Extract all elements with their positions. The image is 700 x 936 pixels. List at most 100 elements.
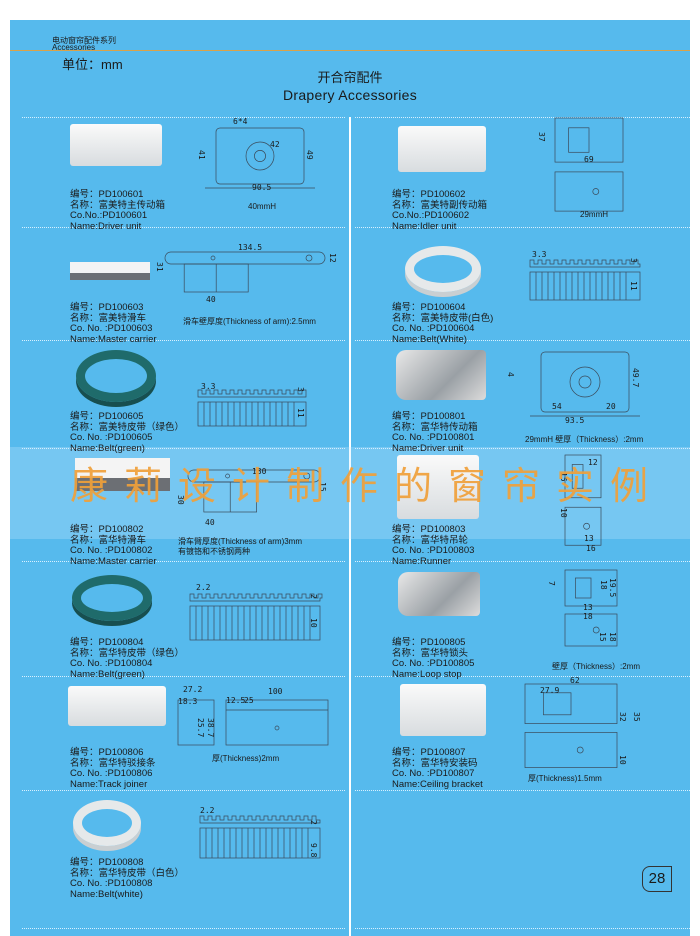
dimension-label: 40 bbox=[206, 295, 216, 304]
technical-drawing bbox=[529, 259, 641, 301]
product-co-no: Co. No. :PD100806 bbox=[70, 768, 153, 780]
product-photo bbox=[405, 246, 481, 292]
product-photo bbox=[68, 686, 166, 726]
dimension-label: 62 bbox=[570, 676, 580, 685]
technical-drawing bbox=[564, 454, 602, 546]
dimension-label: 11 bbox=[296, 408, 305, 418]
technical-drawing bbox=[197, 389, 307, 427]
series-title-cn: 电动窗帘配件系列 bbox=[52, 36, 116, 45]
dotted-separator bbox=[22, 928, 345, 929]
dimension-label: 42 bbox=[270, 140, 280, 149]
dimension-label: 130 bbox=[252, 467, 267, 476]
dimension-label: 3.3 bbox=[201, 382, 216, 391]
page-title-cn: 开合帘配件 bbox=[317, 70, 383, 85]
product-name-en: Name:Ceiling bracket bbox=[392, 778, 483, 790]
dimension-label: 31 bbox=[155, 262, 164, 272]
column-divider bbox=[349, 117, 351, 936]
dimension-label: 4 bbox=[506, 372, 515, 377]
dotted-separator bbox=[355, 227, 690, 228]
product-photo bbox=[70, 124, 162, 166]
dimension-label: 25.7 bbox=[196, 718, 205, 738]
dimension-label: 32 bbox=[618, 712, 627, 722]
technical-drawing bbox=[187, 469, 321, 513]
product-code: 编号：PD100805 bbox=[392, 637, 466, 648]
dimension-label: 10 bbox=[618, 755, 627, 765]
product-co-no: Co. No. :PD100803 bbox=[392, 545, 475, 557]
dotted-separator bbox=[355, 928, 690, 929]
dimension-label: 27.9 bbox=[540, 686, 560, 695]
technical-drawing bbox=[205, 127, 315, 189]
page-title-en: Drapery Accessories bbox=[282, 87, 418, 103]
product-name-cn: 名称：富美特副传动箱 bbox=[392, 199, 488, 211]
product-code: 编号：PD100808 bbox=[70, 857, 144, 868]
product-code: 编号：PD100605 bbox=[70, 411, 144, 422]
dimension-label: 12.5 bbox=[226, 696, 246, 705]
dimension-label: 6*4 bbox=[233, 117, 248, 126]
dimension-label: 11 bbox=[629, 281, 638, 291]
product-name-en: Name:Track joiner bbox=[70, 778, 148, 790]
dimension-label: 15 bbox=[598, 632, 607, 642]
watermark: 康莉设计制作的窗帘实例 bbox=[70, 464, 665, 508]
product-code: 编号：PD100604 bbox=[392, 302, 466, 313]
product-name-en: Name:Idler unit bbox=[392, 220, 457, 232]
dimension-label: 3.3 bbox=[532, 250, 547, 259]
dimension-label: 90.5 bbox=[252, 183, 272, 192]
product-code: 编号：PD100602 bbox=[392, 189, 466, 200]
product-photo bbox=[396, 350, 486, 400]
dimension-label: 54 bbox=[552, 402, 562, 411]
dimension-label: 9.8 bbox=[309, 843, 318, 858]
dimension-label: 41 bbox=[197, 150, 206, 160]
product-co-no: Co. No. :PD100603 bbox=[70, 323, 153, 335]
dimension-label: 3 bbox=[296, 387, 305, 392]
spec-note: 滑车臂厚度(Thickness of arm)3mm bbox=[178, 537, 303, 546]
product-photo bbox=[73, 800, 141, 846]
product-name-en: Name:Master carrier bbox=[70, 333, 157, 345]
product-name-cn: 名称：富华特安装码 bbox=[392, 757, 478, 769]
product-code: 编号：PD100601 bbox=[70, 189, 144, 200]
dotted-separator bbox=[355, 117, 690, 118]
dimension-label: 7 bbox=[547, 581, 556, 586]
product-co-no: Co. No. :PD100802 bbox=[70, 545, 153, 557]
spec-note: 滑车壁厚度(Thickness of arm):2.5mm bbox=[183, 317, 316, 326]
product-code: 编号：PD100804 bbox=[70, 637, 144, 648]
product-name-cn: 名称：富美特滑车 bbox=[70, 312, 147, 324]
unit-label: 单位：mm bbox=[62, 57, 123, 72]
product-co-no: Co. No. :PD100604 bbox=[392, 323, 475, 335]
spec-note: 29mmH 壁厚（Thickness）:2mm bbox=[525, 435, 644, 444]
dimension-label: 12 bbox=[328, 253, 337, 263]
product-name-cn: 名称：富华特驳接条 bbox=[70, 757, 156, 769]
dimension-label: 49.7 bbox=[631, 368, 640, 388]
dimension-label: 18 bbox=[599, 580, 608, 590]
dotted-separator bbox=[22, 676, 345, 677]
dotted-separator bbox=[22, 448, 345, 449]
spec-note: 29mmH bbox=[580, 210, 609, 219]
dimension-label: 10 bbox=[309, 618, 318, 628]
dimension-label: 13 bbox=[583, 603, 593, 612]
product-name-en: Name:Belt(white) bbox=[70, 888, 143, 900]
dotted-separator bbox=[355, 561, 690, 562]
technical-drawing bbox=[164, 251, 326, 293]
dimension-label: 27.2 bbox=[183, 685, 203, 694]
spec-note: 壁厚（Thickness）:2mm bbox=[552, 662, 641, 671]
product-code: 编号：PD100603 bbox=[70, 302, 144, 313]
product-name-cn: 名称：富华特传动箱 bbox=[392, 421, 478, 433]
product-photo bbox=[400, 684, 486, 736]
dimension-label: 38.7 bbox=[206, 718, 215, 738]
dotted-separator bbox=[355, 448, 690, 449]
dimension-label: 25 bbox=[244, 696, 254, 705]
technical-drawing bbox=[530, 351, 640, 417]
page-number: 28 bbox=[642, 866, 672, 892]
spec-note: 厚(Thickness)1.5mm bbox=[528, 774, 602, 783]
product-code: 编号：PD100803 bbox=[392, 524, 466, 535]
product-code: 编号：PD100801 bbox=[392, 411, 466, 422]
product-co-no: Co. No. :PD100807 bbox=[392, 768, 475, 780]
header-rule bbox=[10, 50, 690, 51]
dimension-label: 18.3 bbox=[178, 697, 198, 706]
product-photo bbox=[397, 455, 479, 519]
dimension-label: 16 bbox=[586, 544, 596, 553]
product-name-en: Name:Driver unit bbox=[392, 442, 464, 454]
product-name-en: Name:Belt(White) bbox=[392, 333, 467, 345]
